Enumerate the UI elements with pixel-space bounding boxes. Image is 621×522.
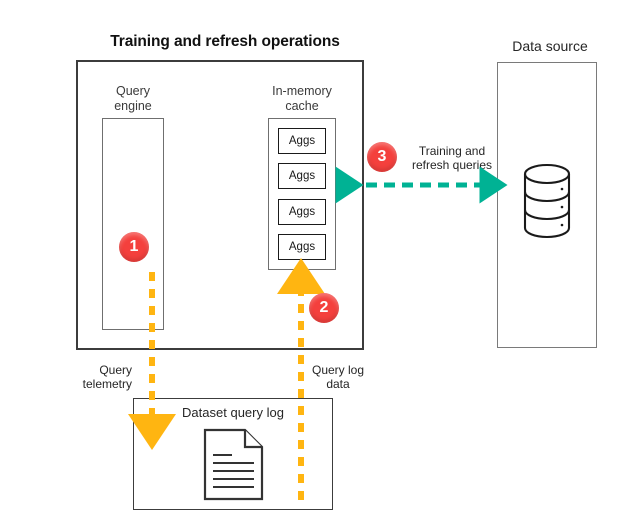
training-refresh-queries-line2: refresh queries xyxy=(411,158,493,172)
step-badge-3: 3 xyxy=(367,142,397,172)
aggs-list: Aggs Aggs Aggs Aggs xyxy=(269,119,335,269)
query-telemetry-line1: Query xyxy=(99,363,132,377)
step-badge-2: 2 xyxy=(309,293,339,323)
query-log-data-line1: Query log xyxy=(311,363,365,377)
in-memory-cache-label: In-memory cache xyxy=(262,84,342,114)
step-badge-1: 1 xyxy=(119,232,149,262)
cache-label-line2: cache xyxy=(285,99,319,113)
page-title: Training and refresh operations xyxy=(110,33,340,50)
query-log-data-line2: data xyxy=(326,377,350,391)
query-log-data-label: Query log data xyxy=(306,363,370,391)
data-source-container xyxy=(497,62,597,348)
in-memory-cache-box: Aggs Aggs Aggs Aggs xyxy=(268,118,336,270)
aggs-item: Aggs xyxy=(278,128,326,155)
training-refresh-operations-container xyxy=(76,60,364,350)
training-refresh-queries-label: Training and refresh queries xyxy=(404,144,500,172)
query-engine-label: Query engine xyxy=(102,84,164,114)
data-source-title: Data source xyxy=(512,38,588,54)
aggs-item: Aggs xyxy=(278,163,326,190)
training-refresh-queries-line1: Training and xyxy=(418,144,486,158)
dataset-query-log-title: Dataset query log xyxy=(182,405,284,420)
aggs-item: Aggs xyxy=(278,198,326,225)
query-telemetry-line2: telemetry xyxy=(82,377,132,391)
aggs-item: Aggs xyxy=(278,233,326,260)
query-engine-box xyxy=(102,118,164,330)
query-telemetry-label: Query telemetry xyxy=(70,363,132,391)
query-engine-label-line1: Query xyxy=(115,84,151,98)
query-engine-label-line2: engine xyxy=(114,99,152,113)
cache-label-line1: In-memory xyxy=(272,84,332,98)
